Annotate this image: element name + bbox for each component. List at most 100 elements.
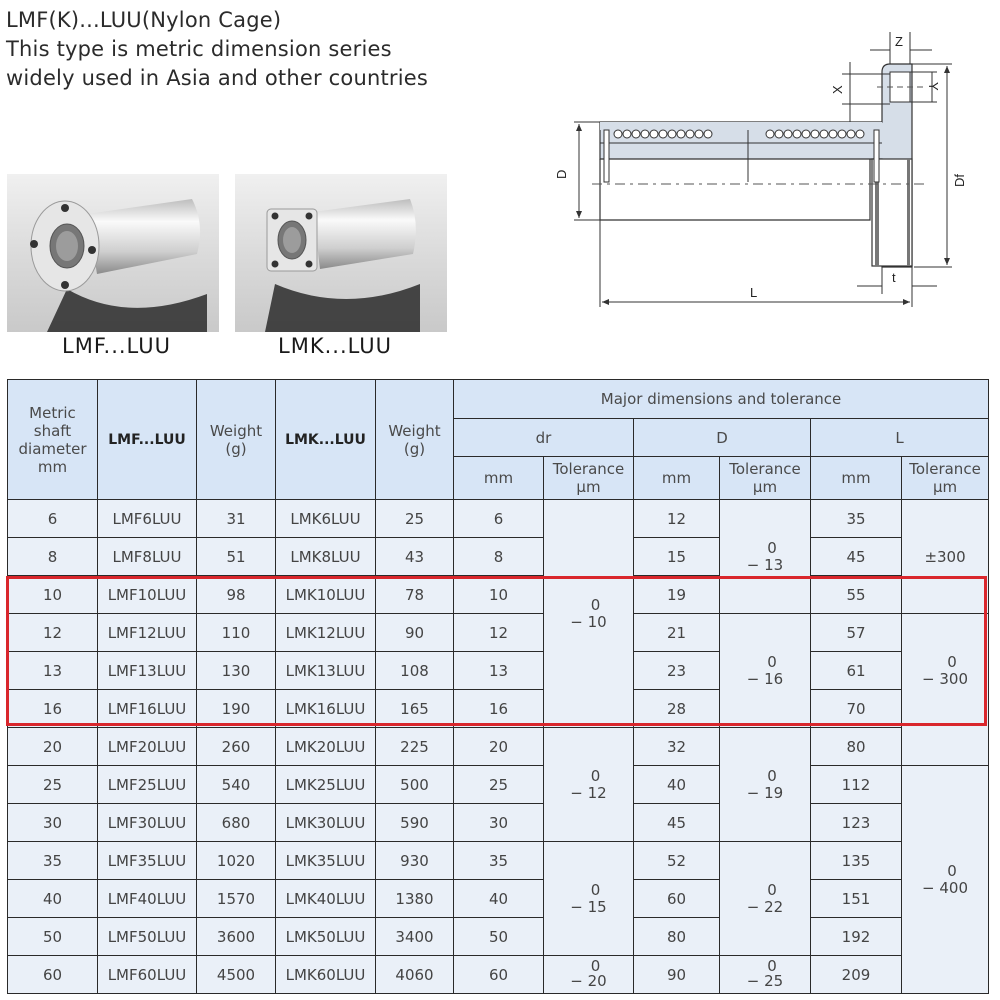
cell-lmk-model: LMK12LUU (275, 613, 376, 652)
lmk-product-photo (235, 174, 447, 332)
header-text: µm (932, 478, 958, 496)
cell-shaft: 40 (7, 879, 98, 918)
cell-L-mm: 55 (810, 575, 902, 614)
cell-D-tolerance: 0− 13 (719, 499, 811, 614)
tol-upper: 0 (767, 766, 777, 785)
tol-lower: − 16 (746, 669, 784, 688)
cell-lmf-weight: 260 (196, 727, 276, 766)
cell-dr-mm: 10 (453, 575, 544, 614)
cell-lmk-model: LMK13LUU (275, 651, 376, 690)
cell-lmk-weight: 4060 (375, 955, 454, 994)
cell-lmk-weight: 108 (375, 651, 454, 690)
cell-shaft: 16 (7, 689, 98, 728)
cell-L-mm: 57 (810, 613, 902, 652)
round-flange-bearing-icon (30, 199, 207, 332)
lmk-caption: LMK...LUU (278, 334, 393, 358)
tol-upper: 0 (767, 538, 777, 557)
cell-shaft: 25 (7, 765, 98, 804)
table-row: 12 LMF12LUU 110 LMK12LUU 90 12 21 0− 16 … (7, 613, 990, 766)
table-row: 25 LMF25LUU 540 LMK25LUU 500 25 40 112 0… (7, 765, 990, 994)
cell-L-tolerance: 0− 300 (900, 613, 990, 766)
cell-L-mm: 61 (810, 651, 902, 690)
cell-D-mm: 60 (633, 879, 720, 918)
tol-upper: 0 (590, 595, 601, 614)
table-row: 8 LMF8LUU 51 LMK8LUU 43 8 15 45 (7, 537, 989, 576)
specification-table: Metric shaft diameter mm LMF...LUU Weigh… (7, 379, 990, 994)
table-row: 40 LMF40LUU 1570 LMK40LUU 1380 40 60 151 (7, 879, 989, 918)
description-line-1: This type is metric dimension series (6, 37, 392, 61)
tol-upper: 0 (767, 957, 777, 975)
cell-lmf-model: LMF8LUU (97, 537, 197, 576)
cell-D-mm: 21 (633, 613, 720, 652)
header-text: Weight (209, 421, 263, 440)
header-L: L (809, 418, 990, 457)
cell-L-mm: 192 (810, 917, 902, 956)
cell-D-tolerance: 0− 16 (719, 613, 811, 728)
svg-text:t: t (892, 270, 896, 285)
header-text: Tolerance (552, 460, 625, 478)
header-text: diameter (18, 439, 87, 458)
cell-lmk-weight: 1380 (375, 879, 454, 918)
table-row: 16 LMF16LUU 190 LMK16LUU 165 16 28 70 (7, 689, 989, 728)
cell-lmk-weight: 165 (375, 689, 454, 728)
cell-lmk-weight: 500 (375, 765, 454, 804)
cell-shaft: 50 (7, 917, 98, 956)
cell-lmf-model: LMF6LUU (97, 499, 197, 538)
header-lmk-model: LMK...LUU (275, 379, 376, 500)
lmf-caption: LMF...LUU (62, 334, 171, 358)
cell-lmk-weight: 930 (375, 841, 454, 880)
tol-lower: − 25 (746, 972, 784, 990)
cell-lmk-model: LMK50LUU (275, 917, 376, 956)
header-text: Weight (388, 421, 441, 440)
table-row: 60 LMF60LUU 4500 LMK60LUU 4060 60 0− 20 … (7, 955, 989, 994)
header-major-dimensions: Major dimensions and tolerance (452, 379, 990, 419)
tol-lower: − 15 (570, 897, 607, 916)
tol-lower: − 22 (746, 897, 784, 916)
cell-lmf-weight: 1570 (196, 879, 276, 918)
cell-lmf-weight: 130 (196, 651, 276, 690)
tol-lower: − 300 (922, 670, 969, 688)
cell-L-tolerance: 0− 400 (900, 765, 990, 994)
header-text: µm (576, 478, 601, 496)
cell-shaft: 10 (7, 575, 98, 614)
cell-lmf-weight: 190 (196, 689, 276, 728)
cell-dr-mm: 25 (453, 765, 544, 804)
cell-shaft: 8 (7, 537, 98, 576)
cell-L-mm: 123 (810, 803, 902, 842)
cell-D-mm: 19 (633, 575, 720, 614)
cell-lmf-model: LMF20LUU (97, 727, 197, 766)
cell-lmk-weight: 25 (375, 499, 454, 538)
cell-L-mm: 35 (810, 499, 902, 538)
cell-dr-mm: 40 (453, 879, 544, 918)
cell-dr-tolerance: 0− 12 (543, 727, 634, 842)
cell-lmk-model: LMK20LUU (275, 727, 376, 766)
cell-lmf-model: LMF50LUU (97, 917, 197, 956)
cell-dr-mm: 30 (453, 803, 544, 842)
tol-lower: − 400 (922, 878, 969, 897)
cell-lmk-model: LMK25LUU (275, 765, 376, 804)
tol-lower: − 12 (570, 783, 607, 802)
cell-D-tolerance: 0− 25 (719, 955, 811, 994)
cell-lmf-model: LMF35LUU (97, 841, 197, 880)
cell-lmk-weight: 3400 (375, 917, 454, 956)
header-text: (g) (225, 439, 247, 458)
cell-lmk-model: LMK30LUU (275, 803, 376, 842)
tol-lower: − 10 (570, 612, 607, 631)
cell-lmk-model: LMK40LUU (275, 879, 376, 918)
cell-D-mm: 23 (633, 651, 720, 690)
cell-D-tolerance: 0− 19 (719, 727, 811, 842)
technical-drawing: D Df L t Z X Y (552, 32, 982, 342)
cell-dr-mm: 13 (453, 651, 544, 690)
header-dr-mm: mm (453, 456, 544, 500)
table-row: 30 LMF30LUU 680 LMK30LUU 590 30 45 123 (7, 803, 989, 842)
lmf-product-photo (7, 174, 219, 332)
cross-section-diagram-icon: D Df L t Z X Y (554, 32, 967, 307)
cell-lmf-model: LMF25LUU (97, 765, 197, 804)
cell-lmk-weight: 43 (375, 537, 454, 576)
header-text: Metric (29, 403, 76, 422)
cell-L-tolerance: ±300 (900, 499, 990, 614)
tol-upper: 0 (947, 653, 957, 671)
cell-lmk-model: LMK6LUU (275, 499, 376, 538)
